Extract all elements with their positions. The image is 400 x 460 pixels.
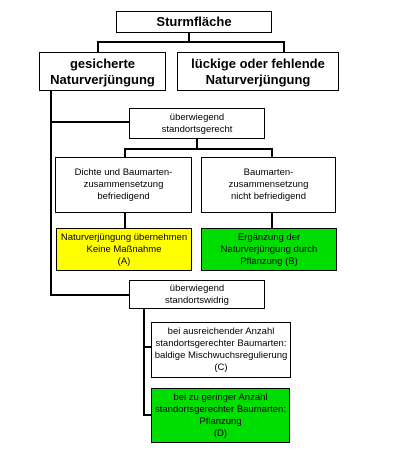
density-satisfactory-node: Dichte und Baumarten- zusammensetzung be… — [55, 157, 192, 213]
connector-to-c — [143, 346, 152, 348]
connector-to-right-branch — [283, 41, 285, 52]
connector-to-standortsgerecht — [50, 121, 130, 123]
action-a-node: Naturverjüngung übernehmen Keine Maßnahm… — [56, 228, 192, 271]
action-d-node: bei zu geringer Anzahl standortsgerechte… — [151, 388, 290, 443]
connector-density-to-a — [124, 212, 126, 228]
composition-unsatisfactory-node: Baumarten- zusammensetzung nicht befried… — [201, 157, 336, 213]
standortsgerecht-line2: standortsgerecht — [161, 123, 233, 135]
left-branch-node: gesicherte Naturverjüngung — [39, 52, 166, 91]
connector-to-d — [143, 414, 152, 416]
action-c-node: bei ausreichender Anzahl standortsgerech… — [151, 322, 291, 378]
action-c-line1: bei ausreichender Anzahl — [167, 326, 275, 337]
action-b-line2: Naturverjüngung durch — [220, 243, 318, 255]
right-branch-line1: lückige oder fehlende — [191, 55, 325, 71]
action-b-line3: Pflanzung (B) — [240, 255, 298, 267]
composition-line3: nicht befriedigend — [231, 191, 306, 202]
action-d-line2: standortsgerechter Baumarten: — [155, 403, 286, 415]
standortsgerecht-line1: überwiegend — [169, 111, 225, 123]
action-d-line4: (D) — [213, 427, 228, 439]
left-branch-line2: Naturverjüngung — [50, 71, 155, 87]
action-c-line2: standortsgerechter Baumarten: — [155, 338, 287, 349]
standortswidrig-line2: standortswidrig — [165, 294, 229, 306]
connector-to-standortswidrig — [50, 294, 130, 296]
connector-to-density-box — [124, 148, 126, 158]
right-branch-node: lückige oder fehlende Naturverjüngung — [177, 52, 339, 91]
density-line3: befriedigend — [97, 191, 150, 202]
connector-to-composition-box — [271, 148, 273, 158]
connector-to-left-branch — [97, 41, 99, 52]
density-line1: Dichte und Baumarten- — [74, 167, 173, 178]
root-node: Sturmfläche — [116, 11, 272, 33]
action-b-line1: Ergänzung der — [237, 231, 301, 243]
standortswidrig-node: überwiegend standortswidrig — [129, 280, 265, 309]
root-label: Sturmfläche — [156, 14, 232, 29]
standortswidrig-line1: überwiegend — [169, 282, 225, 294]
density-line2: zusammensetzung — [83, 179, 164, 190]
connector-widrig-spine — [143, 309, 145, 415]
right-branch-line2: Naturverjüngung — [205, 71, 311, 87]
action-a-line3: (A) — [117, 255, 131, 267]
action-d-line1: bei zu geringer Anzahl — [173, 391, 268, 403]
action-a-line2: Keine Maßnahme — [86, 243, 162, 255]
action-b-node: Ergänzung der Naturverjüngung durch Pfla… — [201, 228, 337, 271]
connector-root-bar — [97, 41, 284, 43]
action-c-line3: baldige Mischwuchsregulierung — [154, 350, 288, 361]
connector-root-down — [188, 32, 190, 41]
connector-gerecht-bar — [124, 148, 272, 150]
connector-gerecht-down — [196, 139, 198, 149]
left-branch-line1: gesicherte — [69, 55, 136, 71]
action-d-line3: Pflanzung — [199, 415, 242, 427]
connector-composition-to-b — [271, 212, 273, 228]
composition-line1: Baumarten- — [243, 167, 294, 178]
action-a-line1: Naturverjüngung übernehmen — [60, 231, 188, 243]
connector-left-spine — [50, 90, 52, 296]
standortsgerecht-node: überwiegend standortsgerecht — [129, 108, 265, 139]
composition-line2: zusammensetzung — [228, 179, 309, 190]
action-c-line4: (C) — [214, 362, 228, 373]
